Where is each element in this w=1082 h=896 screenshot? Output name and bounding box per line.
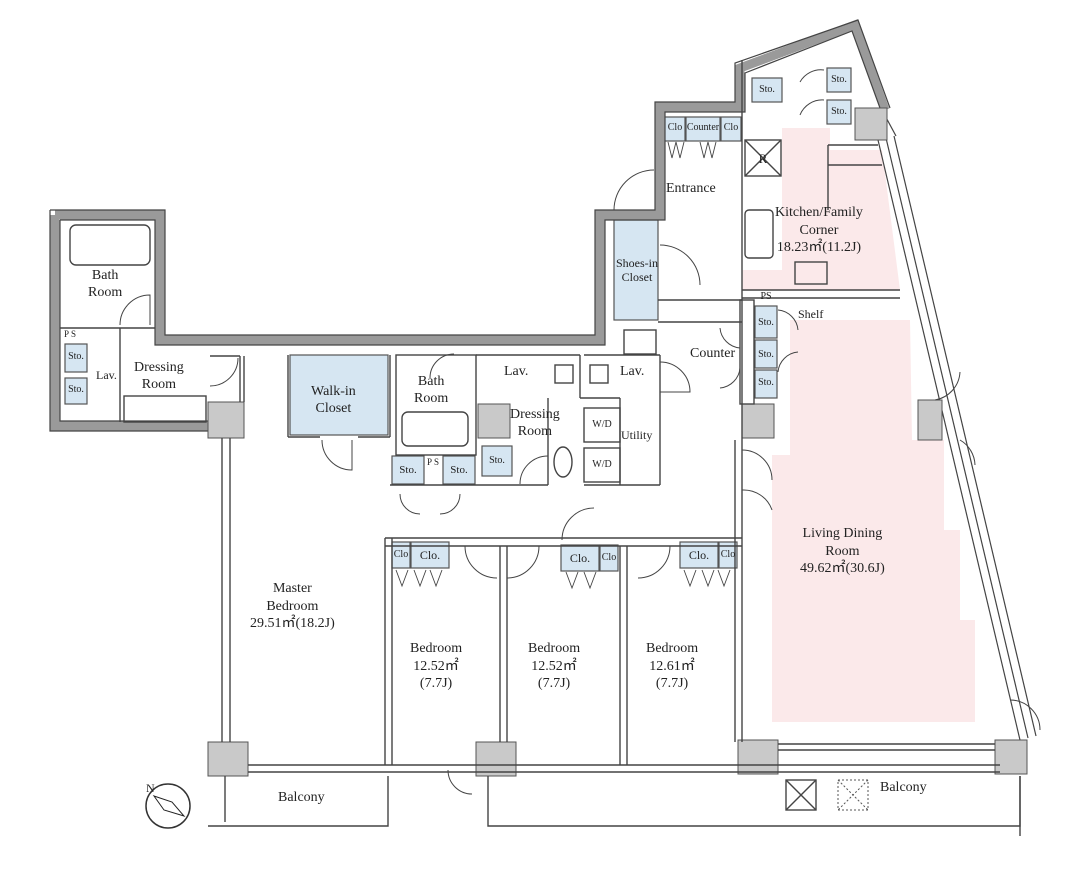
clo-tag: Clo. — [419, 548, 441, 562]
compass-icon: N — [145, 781, 191, 829]
clo-tag: Clo. — [569, 551, 591, 565]
clo-tag: Clo — [720, 549, 736, 560]
clo-tag: Clo. — [688, 548, 710, 562]
sto-tag: Sto. — [450, 464, 468, 476]
balcony-right-label: Balcony — [880, 780, 927, 795]
exterior-walls — [50, 19, 890, 431]
clo-tag: Clo — [723, 122, 739, 133]
lav-center-right-label: Lav. — [620, 364, 645, 379]
sto-tag: Sto. — [759, 84, 775, 95]
sto-tag: Sto. — [758, 317, 774, 328]
sto-tag: Sto. — [68, 351, 84, 362]
shelf-label: Shelf — [798, 307, 824, 321]
counter-label: Counter — [690, 346, 736, 361]
refrigerator-tag: R — [758, 151, 768, 166]
closet-doors — [395, 141, 731, 590]
sto-tag: Sto. — [758, 349, 774, 360]
svg-text:N: N — [146, 781, 155, 795]
closet-fills — [64, 67, 852, 572]
entrance-label: Entrance — [666, 181, 716, 196]
balcony-dashed-box — [837, 779, 869, 811]
balcony-left-label: Balcony — [278, 790, 325, 805]
living-area-fill — [742, 128, 975, 722]
clo-tag: Clo — [393, 549, 409, 560]
sto-tag: Sto. — [758, 377, 774, 388]
sto-tag: Sto. — [831, 106, 847, 117]
clo-tag: Clo — [667, 122, 683, 133]
sto-tag: Sto. — [399, 464, 417, 476]
exterior-wall-edges — [49, 19, 891, 432]
ps-tag: PS — [760, 291, 772, 302]
interior-walls — [60, 60, 1021, 836]
sto-tag: Sto. — [489, 455, 505, 466]
counter-small-tag: Counter — [686, 122, 720, 133]
ps-tag: P S — [427, 457, 439, 467]
sto-tag: Sto. — [831, 74, 847, 85]
clo-tag: Clo — [601, 552, 617, 563]
lav-center-left-label: Lav. — [504, 364, 529, 379]
wd-tag: W/D — [592, 419, 612, 430]
ps-tag: P S — [64, 329, 76, 339]
sto-tag: Sto. — [68, 384, 84, 395]
door-swings — [119, 69, 1041, 795]
lav-left-label: Lav. — [96, 368, 117, 382]
wd-tag: W/D — [592, 459, 612, 470]
columns — [207, 107, 1028, 777]
utility-label: Utility — [621, 428, 653, 442]
